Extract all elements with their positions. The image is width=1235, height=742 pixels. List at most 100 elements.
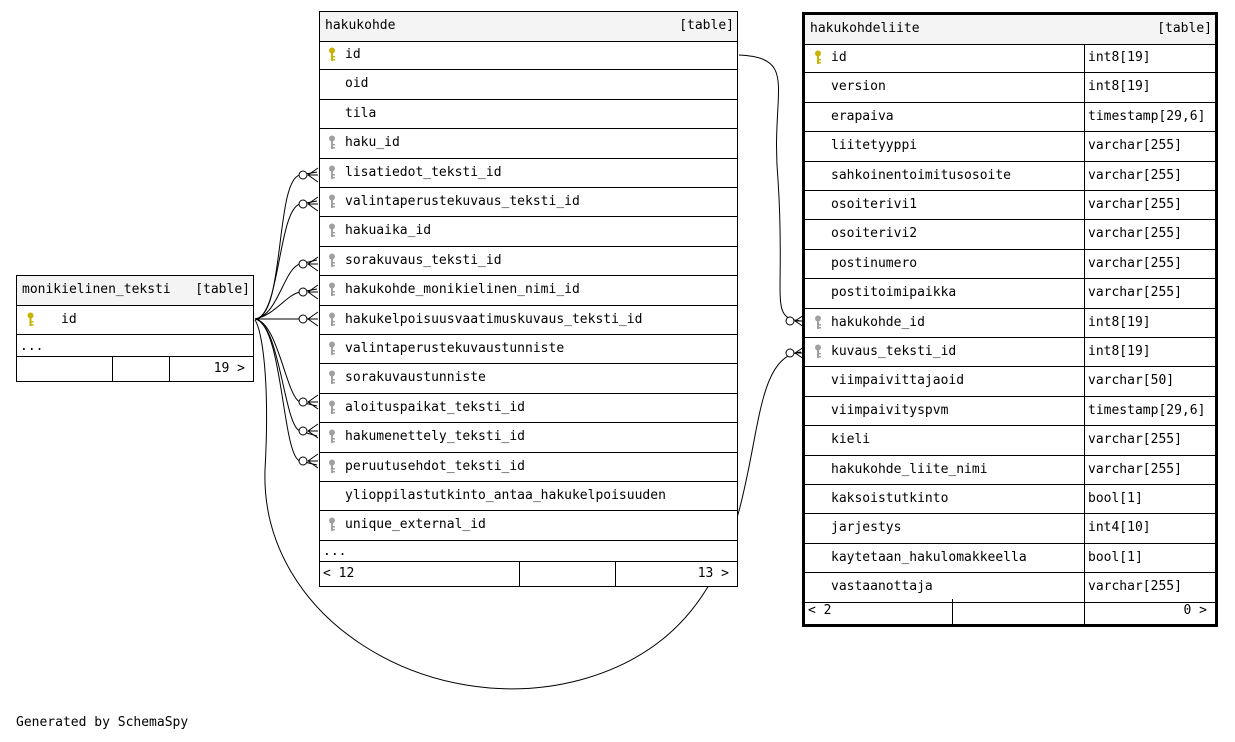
column-type: timestamp[29,6] [1088,108,1206,124]
column-type: varchar[255] [1088,285,1182,301]
column-row: unique_external_id [320,511,737,541]
column-name: hakukohde_id [831,314,925,330]
table-name: monikielinen_teksti [22,282,171,297]
foreign-key-icon [328,282,336,297]
column-type: int4[10] [1088,520,1151,536]
column-name: id [61,312,77,327]
column-type: varchar[255] [1088,255,1182,271]
table-type: [table] [1157,21,1212,36]
table-name: hakukohdeliite [810,21,920,36]
column-name: tila [345,105,377,121]
foreign-key-icon [814,344,822,359]
foreign-key-icon [328,135,336,150]
column-row: hakuaika_id [320,217,737,247]
more-columns-ellipsis: ... [323,544,347,559]
column-name: vastaanottaja [831,579,933,595]
column-row: liitetyyppi varchar[255] [805,132,1215,162]
column-row: hakukohde_liite_nimi varchar[255] [805,455,1215,485]
column-row: valintaperustekuvaustunniste [320,335,737,365]
column-name: id [345,47,361,62]
column-row: id [17,306,253,335]
column-name: viimpaivityspvm [831,402,949,418]
column-type: timestamp[29,6] [1088,402,1206,418]
edge-hakukohdeliite-kuvaus [254,319,802,690]
edge-sorakuvaus [254,259,318,320]
child-count[interactable]: 13 > [697,566,729,581]
column-name: postinumero [831,255,918,271]
column-type: varchar[50] [1088,373,1175,389]
column-type: varchar[255] [1088,579,1182,595]
column-row: sorakuvaustunniste [320,364,737,394]
table-header: hakukohde [table] [320,12,737,42]
column-name: hakukohde_liite_nimi [831,461,988,477]
table-monikielinen-teksti[interactable]: monikielinen_teksti [table] id ... 19 > [16,275,254,382]
primary-key-icon [814,50,822,65]
foreign-key-icon [328,312,336,327]
table-footer: < 12 13 > [320,561,737,586]
edge-valintaperustekuvaus [254,200,318,320]
column-name: valintaperustekuvaus_teksti_id [345,194,580,209]
column-name: haku_id [345,135,400,151]
column-row: hakumenettely_teksti_id [320,423,737,453]
column-type: varchar[255] [1088,461,1182,477]
column-name: liitetyyppi [831,138,918,154]
column-type: varchar[255] [1088,138,1182,154]
column-name: hakukohde_monikielinen_nimi_id [345,282,580,298]
column-name: postitoimipaikka [831,285,957,301]
parent-count[interactable]: < 12 [323,566,355,581]
column-row: peruutusehdot_teksti_id [320,453,737,482]
table-name: hakukohde [325,18,396,33]
child-count[interactable]: 0 > [1183,603,1207,618]
column-row: ylioppilastutkinto_antaa_hakukelpoisuude… [320,482,737,512]
column-name: hakumenettely_teksti_id [345,429,526,445]
child-count[interactable]: 19 > [213,361,245,376]
foreign-key-icon [328,253,336,268]
foreign-key-icon [814,315,822,330]
column-type: int8[19] [1088,344,1151,359]
column-name: oid [345,76,369,92]
column-name: sorakuvaus_teksti_id [345,252,502,268]
foreign-key-icon [328,429,336,444]
column-row: aloituspaikat_teksti_id [320,394,737,424]
table-type: [table] [195,282,250,297]
generated-by-credit: Generated by SchemaSpy [16,715,189,730]
column-name: peruutusehdot_teksti_id [345,458,526,474]
column-row: viimpaivityspvm timestamp[29,6] [805,396,1215,427]
column-type: varchar[255] [1088,226,1182,242]
column-type: bool[1] [1088,549,1143,565]
foreign-key-icon [328,400,336,415]
column-name: viimpaivittajaoid [831,373,965,389]
edge-hakukohdeliite-hakukohde [738,54,802,322]
column-row: valintaperustekuvaus_teksti_id [320,188,737,218]
column-row: id [320,41,737,71]
edge-lisatiedot [254,171,318,320]
primary-key-icon [26,312,34,327]
column-row: oid [320,70,737,100]
parent-count[interactable]: < 2 [808,603,832,618]
column-name: kieli [831,432,871,448]
column-name: jarjestys [831,520,902,536]
column-name: hakukelpoisuusvaatimuskuvaus_teksti_id [345,311,643,327]
column-name: sahkoinentoimitusosoite [831,167,1012,183]
table-type: [table] [679,18,734,33]
column-name: erapaiva [831,108,894,124]
column-name: sorakuvaustunniste [345,370,486,386]
column-name: valintaperustekuvaustunniste [345,341,565,356]
column-row: tila [320,100,737,130]
column-row: postitoimipaikka varchar[255] [805,279,1215,309]
column-name: unique_external_id [345,517,486,533]
column-name: id [831,50,847,65]
table-footer: 19 > [17,356,253,381]
